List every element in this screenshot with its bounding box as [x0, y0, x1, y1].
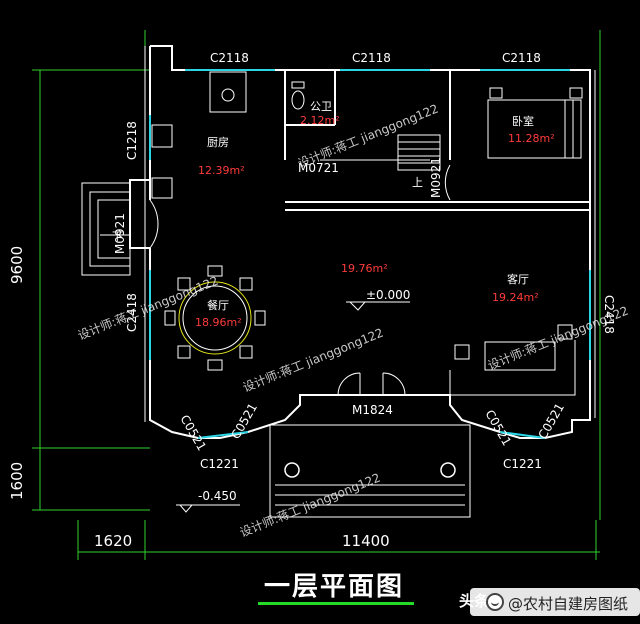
room-name-bedroom: 卧室 — [512, 114, 534, 128]
dimension-width-main: 11400 — [342, 532, 390, 550]
window-label-bay-l1: C0521 — [177, 413, 209, 454]
interior-walls — [284, 70, 590, 211]
smile-icon — [486, 593, 504, 611]
window-label-top-right: C2118 — [502, 51, 541, 65]
room-name-kitchen: 厨房 — [207, 136, 229, 149]
credit-prefix: 头条 — [459, 592, 490, 610]
watermark-4: 设计师:蒋工 jianggong122 — [486, 304, 631, 373]
page-title: 一层平面图 — [264, 572, 405, 602]
dimension-height-porch: 1600 — [8, 462, 26, 500]
credit-handle: @农村自建房图纸 — [508, 595, 629, 613]
watermark-3: 设计师:蒋工 jianggong122 — [241, 326, 386, 395]
wc-fixtures — [291, 81, 305, 110]
door-label-stair: M0921 — [429, 157, 443, 198]
door-label-side: M0921 — [113, 213, 127, 254]
window-label-bay-l2: C0521 — [228, 401, 260, 442]
door-label-wc: M0721 — [298, 161, 339, 175]
room-name-dining: 餐厅 — [207, 298, 229, 312]
room-area-kitchen: 12.39m² — [198, 164, 245, 177]
stair-down-mark: 下 — [112, 230, 123, 243]
kitchen-fixtures — [151, 71, 247, 199]
window-label-living: C2418 — [602, 295, 616, 334]
side-entry — [81, 182, 159, 276]
room-area-wc: 2.12m² — [300, 114, 340, 127]
window-label-bay-right: C1221 — [503, 457, 542, 471]
floor-level-mark: ±0.000 — [366, 288, 410, 302]
exterior-walls — [129, 45, 596, 439]
window-label-kitchen: C1218 — [125, 121, 139, 160]
level-marks — [176, 301, 410, 513]
windows — [149, 69, 591, 439]
dimension-lines — [32, 30, 601, 560]
room-area-bedroom: 11.28m² — [508, 132, 555, 145]
room-area-living: 19.24m² — [492, 291, 539, 304]
main-entrance — [269, 372, 471, 518]
bedroom-bed — [487, 87, 583, 159]
window-label-dining: C2418 — [125, 293, 139, 332]
window-label-top-mid: C2118 — [352, 51, 391, 65]
room-name-wc: 公卫 — [310, 100, 332, 113]
outdoor-level-mark: -0.450 — [198, 489, 237, 503]
dimension-width-side: 1620 — [94, 532, 132, 550]
room-area-dining: 18.96m² — [195, 316, 242, 329]
room-area-hall: 19.76m² — [341, 262, 388, 275]
window-label-bay-r2: C0521 — [535, 401, 567, 442]
watermark-2: 设计师:蒋工 jianggong122 — [76, 274, 221, 343]
title-underline: 一层平面图 — [258, 562, 414, 605]
window-label-top-left: C2118 — [210, 51, 249, 65]
window-label-bay-left: C1221 — [200, 457, 239, 471]
dimension-height-main: 9600 — [8, 246, 26, 284]
room-name-living: 客厅 — [507, 272, 529, 286]
door-label-main: M1824 — [352, 403, 393, 417]
living-sofa — [449, 324, 576, 396]
dining-table — [164, 265, 266, 371]
stair — [397, 134, 451, 201]
stair-up-mark: 上 — [412, 176, 423, 189]
